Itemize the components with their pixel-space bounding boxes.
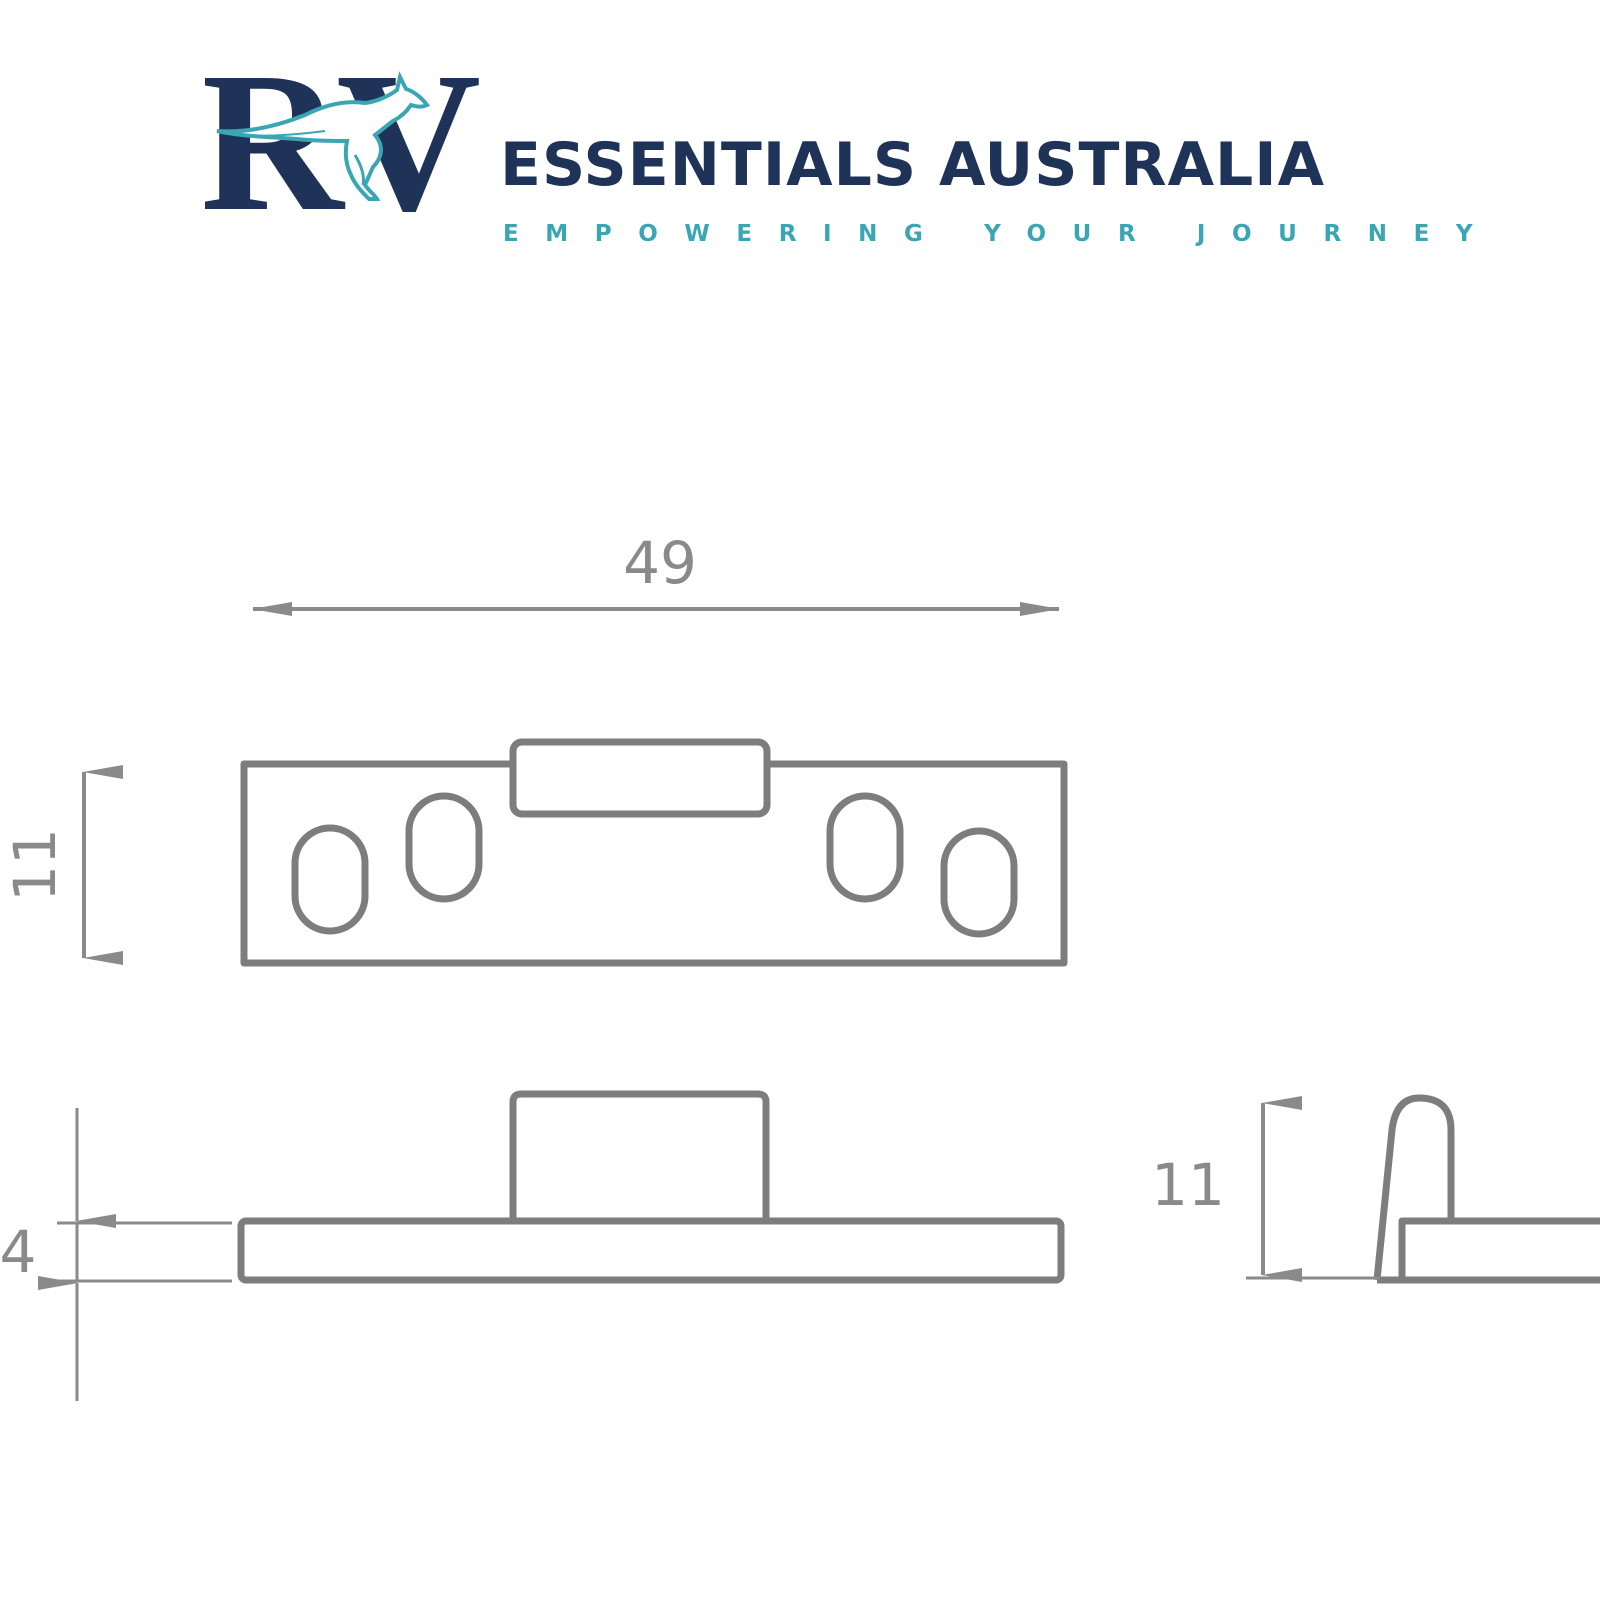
top-view — [240, 738, 1068, 967]
brand-logo: RV ESSENTIALS AUSTRALIA EMPOWERING YOUR … — [205, 55, 1473, 246]
brand-tagline: EMPOWERING YOUR JOURNEY — [503, 221, 1500, 247]
mounting-slot — [826, 792, 904, 903]
height-dimension-label: 11 — [1, 828, 69, 902]
side-height-dimension: 11 — [1151, 1096, 1380, 1282]
hook-tab — [509, 738, 771, 818]
side-height-dimension-label: 11 — [1151, 1151, 1225, 1219]
front-view — [237, 1090, 1065, 1284]
width-dimension: 49 — [252, 529, 1060, 616]
brand-name: ESSENTIALS AUSTRALIA — [500, 130, 1326, 200]
rv-kangaroo-logo-mark: RV — [205, 55, 481, 225]
height-dimension: 11 — [1, 765, 123, 965]
mounting-slot — [291, 824, 369, 935]
width-dimension-label: 49 — [623, 529, 697, 597]
thickness-dimension: 4 — [0, 1108, 232, 1401]
hook-profile — [1373, 1094, 1455, 1281]
base-plate — [237, 1217, 1065, 1284]
mounting-slot — [405, 792, 483, 903]
hook-block — [509, 1090, 770, 1220]
thickness-dimension-label: 4 — [0, 1218, 36, 1286]
plate-profile — [1398, 1217, 1600, 1284]
mounting-slot — [940, 827, 1018, 938]
kangaroo-icon — [216, 71, 431, 201]
plate-outline — [240, 760, 1068, 967]
side-view — [1373, 1094, 1600, 1284]
